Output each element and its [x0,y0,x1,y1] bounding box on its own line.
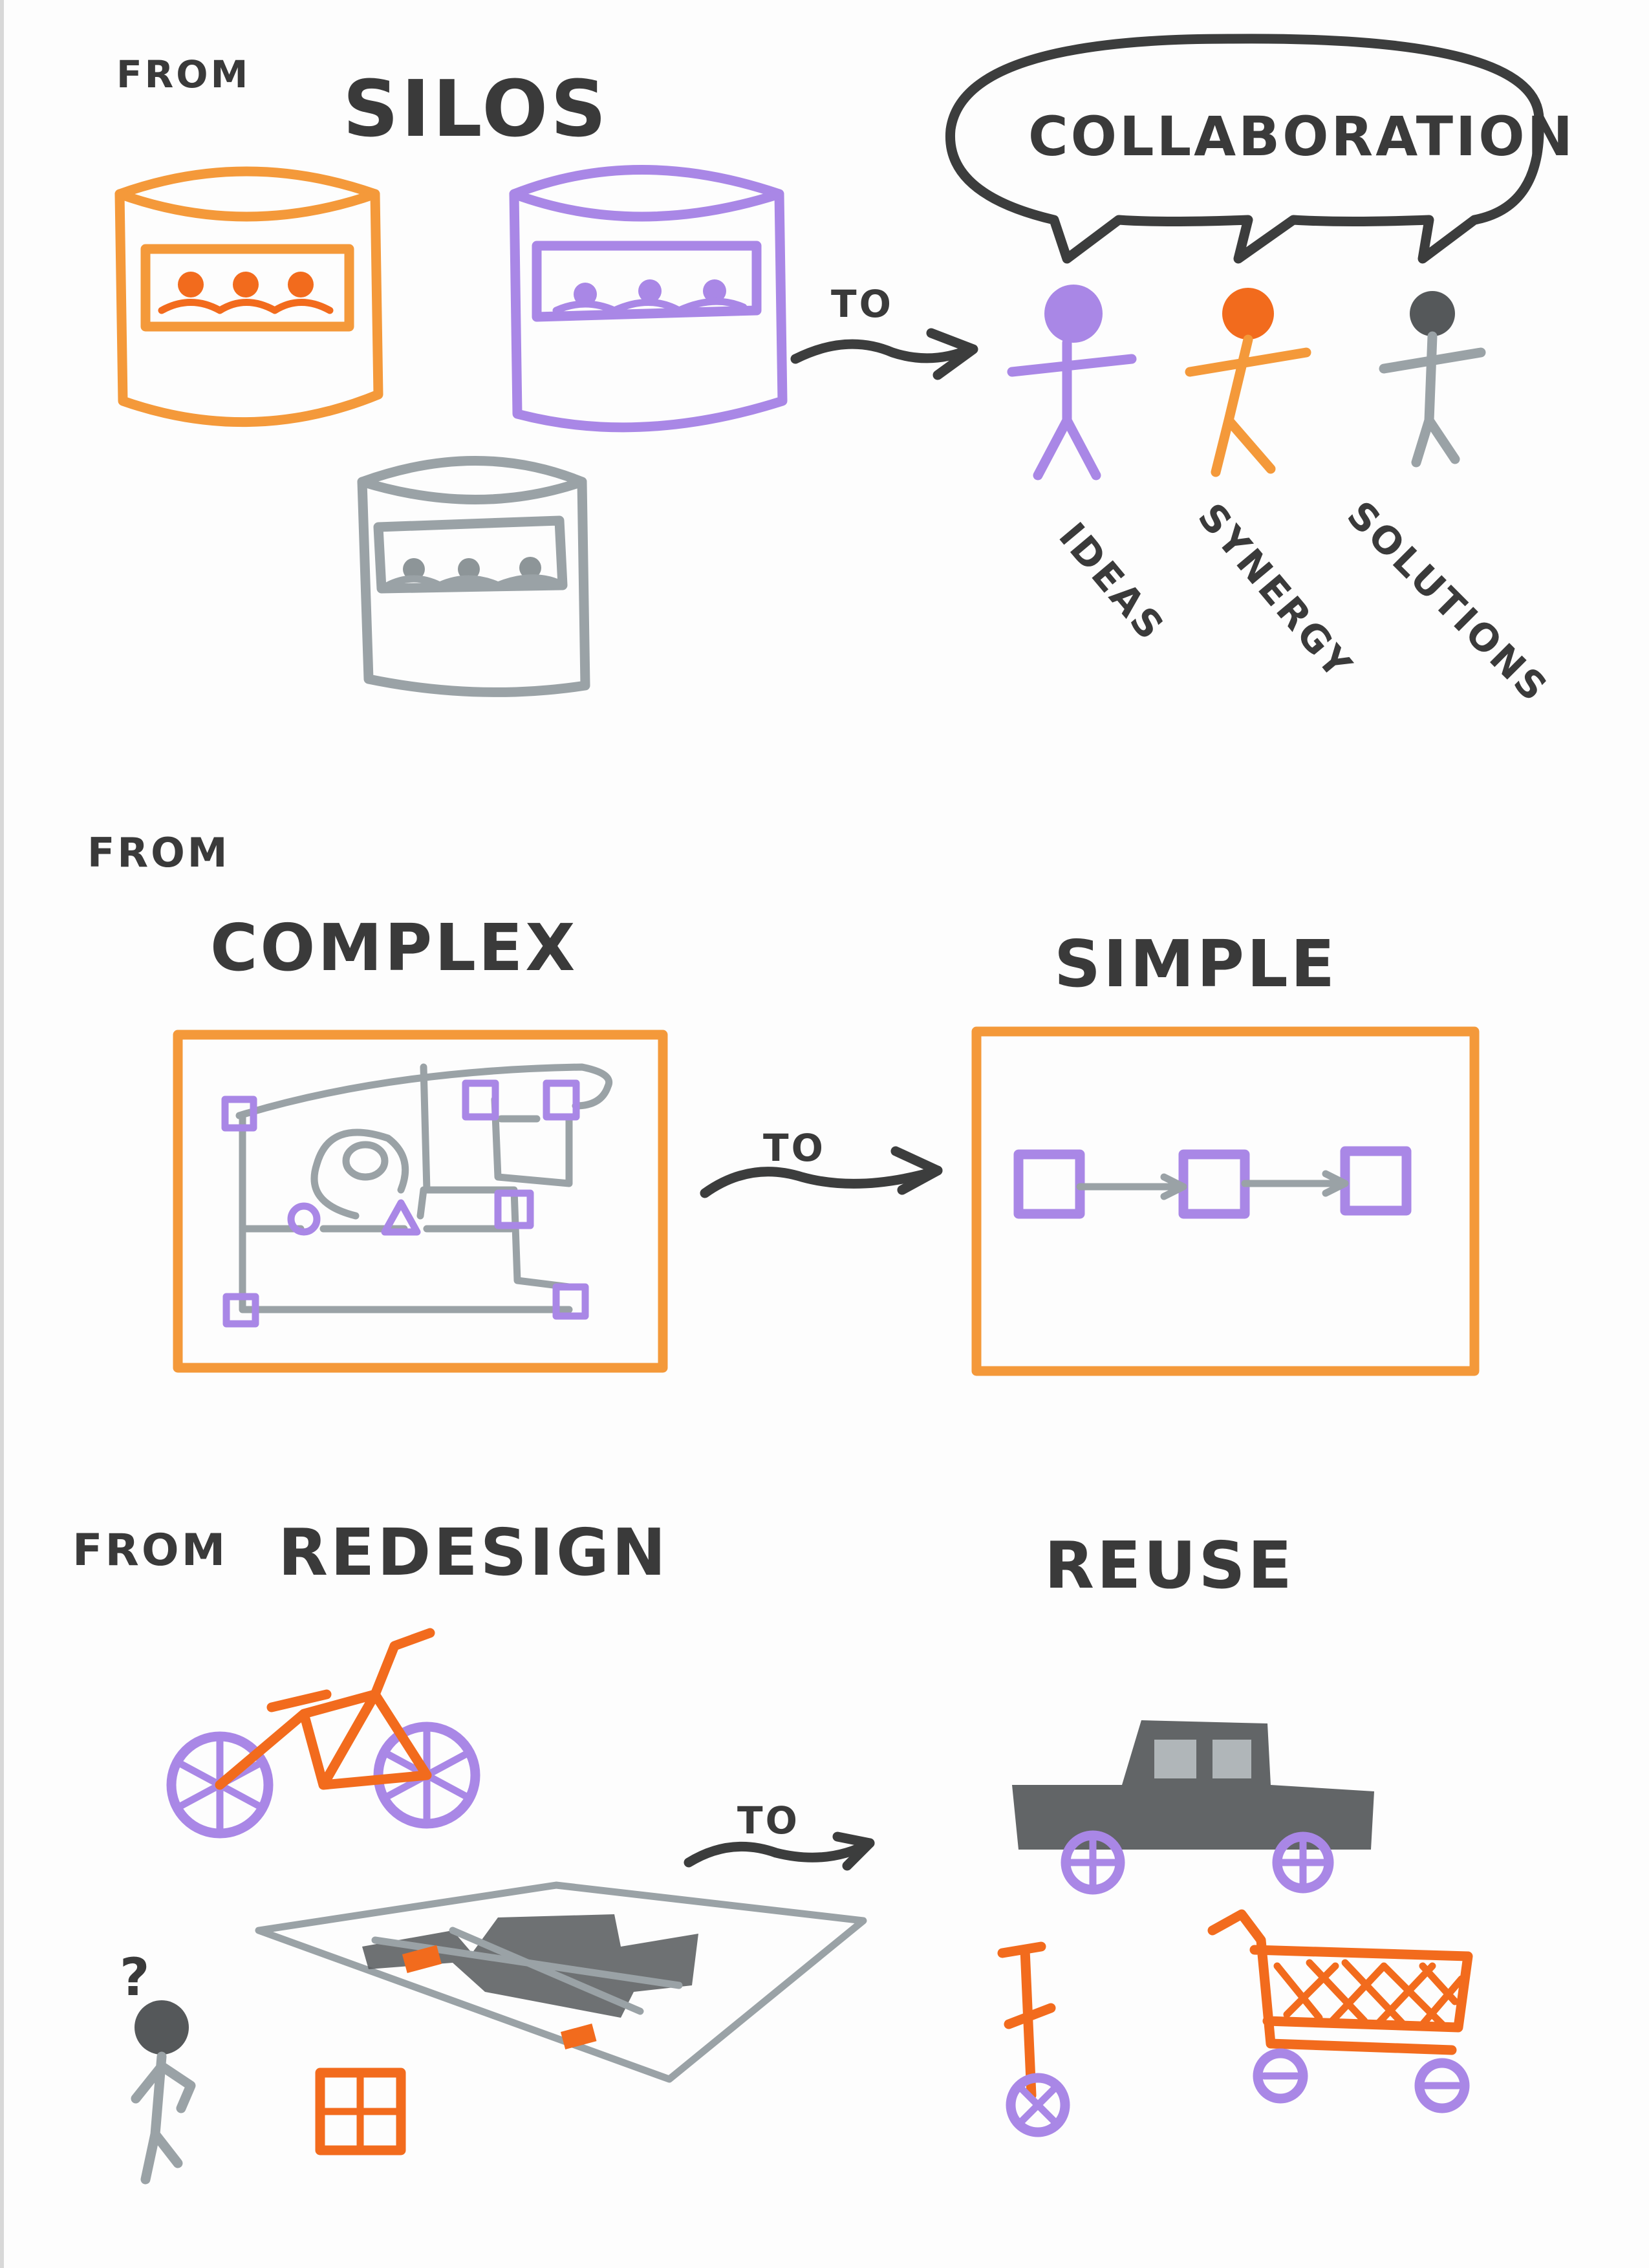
silo-icon [509,165,788,433]
to-arrow: TO [700,1126,943,1198]
people-label-synergy: SYNERGY [1189,495,1361,688]
simple-title: SIMPLE [1054,926,1337,1002]
from-label-2: FROM [87,829,230,876]
stick-figure-icon: ? [120,1947,196,2185]
section-complex: FROM COMPLEX SIMPLE TO [87,829,1480,1376]
question-mark: ? [120,1947,152,2007]
car-icon [1012,1720,1374,1895]
silo-icon [114,166,383,427]
reuse-title: REUSE [1044,1528,1295,1603]
bicycle-icon [166,1628,480,1839]
to-arrow: TO [790,282,978,380]
flow-diagram-icon [173,1030,668,1373]
speech-bubble-icon: COLLABORATION [945,34,1575,264]
shopping-cart-icon [1207,1909,1473,2113]
section-redesign: FROM REDESIGN REUSE TO [72,1515,1473,2185]
complex-title: COMPLEX [210,910,577,986]
blueprint-icon [255,1881,867,2083]
people-label-solutions: SOLUTIONS [1339,493,1557,711]
collaboration-title: COLLABORATION [1028,105,1575,168]
to-label-1: TO [831,282,894,326]
page-edge [0,0,4,2268]
window-icon [315,2068,406,2155]
to-arrow: TO [684,1798,875,1871]
people-label-ideas: IDEAS [1050,514,1174,649]
silos-title: SILOS [343,65,609,155]
silo-icon [357,456,590,697]
stick-figure-icon [1379,291,1486,468]
flow-diagram-icon [971,1026,1480,1376]
redesign-title: REDESIGN [278,1515,669,1590]
unicycle-icon [997,1941,1070,2137]
to-label-2: TO [763,1126,826,1170]
stick-figure-icon [1185,288,1311,477]
section-silos: FROM SILOS [114,34,1575,711]
from-label-3: FROM [72,1525,228,1576]
to-label-3: TO [737,1798,800,1842]
from-label-1: FROM [116,52,250,96]
stick-figure-icon [1007,285,1137,481]
